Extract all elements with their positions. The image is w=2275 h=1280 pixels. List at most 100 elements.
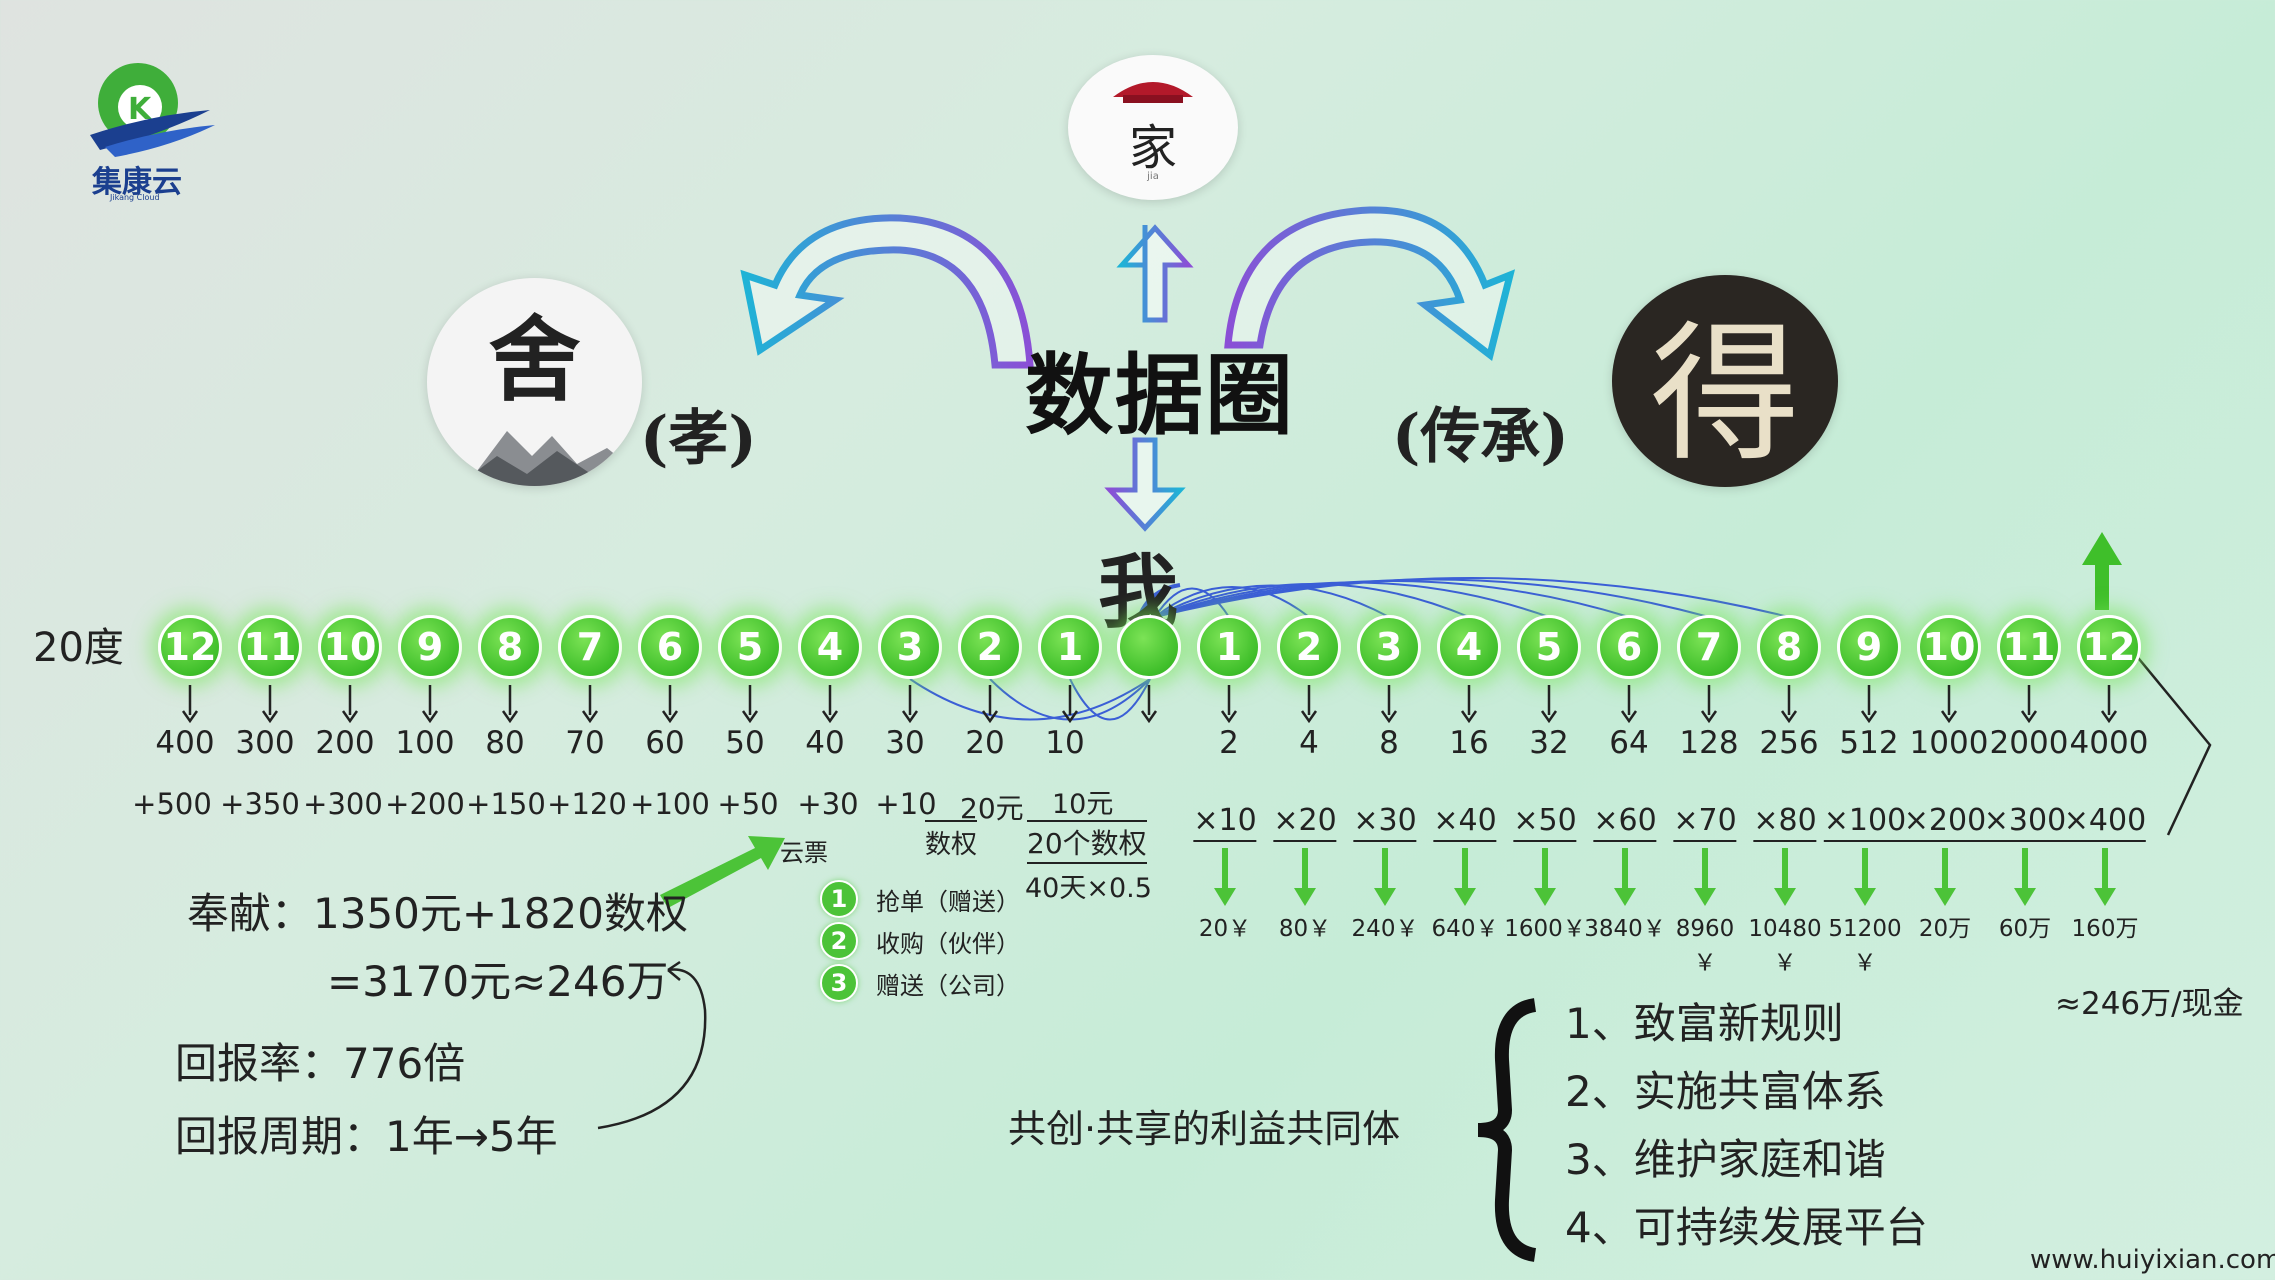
timeline-node-left: 4 [798, 615, 862, 679]
left-plus-value: +120 [547, 787, 627, 821]
logo-subtitle: Jikang Cloud [110, 193, 160, 202]
down-arrow-icon [740, 685, 760, 727]
left-value: 10 [1045, 725, 1085, 761]
total-text: =3170元≈246万 [327, 957, 669, 1006]
shuquan-label: 数权 [925, 820, 978, 861]
legend-number: 3 [820, 964, 858, 1002]
return-curve [597, 968, 707, 1130]
left-plus-value: +50 [717, 787, 779, 821]
right-yen-value: 240￥ [1351, 916, 1419, 942]
timeline-node-center [1117, 615, 1181, 679]
green-down-arrow-icon [1612, 848, 1638, 910]
community-item: 2、实施共富体系 [1565, 1067, 1886, 1116]
timeline-node-left: 10 [318, 615, 382, 679]
timeline-node-right: 4 [1437, 615, 1501, 679]
green-down-arrow-icon [2092, 848, 2118, 910]
green-down-arrow-icon [1772, 848, 1798, 910]
link-curves [909, 577, 1790, 721]
right-multiplier: ×100 [1823, 803, 1907, 842]
left-value: 80 [485, 725, 525, 761]
logo-mark-icon: K [90, 63, 215, 157]
green-down-arrow-icon [1372, 848, 1398, 910]
right-yen-value: 60万 [1998, 916, 2052, 942]
down-arrow-icon [1139, 685, 1159, 727]
legend: 1 抢单（赠送） 2 收购（伙伴） 3 赠送（公司） [820, 878, 1020, 1004]
green-down-arrow-icon [1932, 848, 1958, 910]
legend-item: 2 收购（伙伴） [820, 920, 1020, 962]
return-rate-text: 回报率：776倍 [175, 1039, 466, 1088]
return-period-text: 回报周期：1年→5年 [175, 1112, 558, 1161]
green-down-arrow-icon [1692, 848, 1718, 910]
right-yen-value: 20万 [1918, 916, 1972, 942]
right-yen-value: 640￥ [1431, 916, 1499, 942]
timeline-node-right: 1 [1197, 615, 1261, 679]
left-value: 60 [645, 725, 685, 761]
community-brace [1477, 998, 1537, 1262]
timeline-node-left: 2 [958, 615, 1022, 679]
down-arrow-icon [500, 685, 520, 727]
footer-url[interactable]: www.huiyixian.com [2030, 1245, 2275, 1275]
link-curve [909, 678, 1151, 721]
legend-number: 1 [820, 880, 858, 918]
left-plus-value: +500 [132, 787, 212, 821]
down-arrow-icon [1939, 685, 1959, 727]
mountain-icon [427, 431, 642, 486]
down-arrow-icon [1379, 685, 1399, 727]
right-multiplier: ×40 [1433, 803, 1497, 842]
down-arrow-icon [900, 685, 920, 727]
down-arrow-icon [340, 685, 360, 727]
left-value: 300 [235, 725, 295, 761]
de-char: 得 [1649, 307, 1800, 482]
timeline-node-left: 6 [638, 615, 702, 679]
down-arrow-icon [1779, 685, 1799, 727]
she-char: 舍 [488, 306, 581, 414]
down-arrow-icon [1859, 685, 1879, 727]
left-value: 50 [725, 725, 765, 761]
right-multiplier: ×200 [1903, 803, 1987, 842]
jia-image: 家 jia [1068, 55, 1238, 200]
green-diagonal-arrow-icon [660, 836, 785, 908]
right-value: 32 [1529, 725, 1569, 761]
down-arrow-icon [1619, 685, 1639, 727]
legend-text: 抢单（赠送） [876, 887, 1020, 916]
down-arrow-icon [260, 685, 280, 727]
right-value: 4 [1299, 725, 1319, 761]
left-plus-value: +300 [303, 787, 383, 821]
down-arrow-icon [2099, 685, 2119, 727]
timeline-node-right: 5 [1517, 615, 1581, 679]
down-arrow-icon [1104, 437, 1186, 532]
timeline-node-right: 10 [1917, 615, 1981, 679]
she-image: 舍 [427, 278, 642, 486]
right-yen-value: 20￥ [1198, 916, 1252, 942]
right-value: 64 [1609, 725, 1649, 761]
down-arrow-icon [1219, 685, 1239, 727]
link-curve [1154, 586, 1310, 618]
left-plus-value: +100 [630, 787, 710, 821]
left-value: 30 [885, 725, 925, 761]
right-value: 256 [1759, 725, 1819, 761]
right-multiplier: ×50 [1513, 803, 1577, 842]
timeline-node-right: 3 [1357, 615, 1421, 679]
down-arrow-icon [1539, 685, 1559, 727]
degree-label: 20度 [33, 625, 124, 671]
legend-number: 2 [820, 922, 858, 960]
timeline-node-right: 11 [1997, 615, 2061, 679]
left-curved-arrow-icon [740, 214, 1034, 369]
jia-char: 家 [1128, 119, 1177, 176]
right-multiplier: ×10 [1193, 803, 1257, 842]
cash-total: ≈246万/现金 [2055, 986, 2244, 1022]
legend-text: 收购（伙伴） [876, 929, 1020, 958]
green-down-arrow-icon [1292, 848, 1318, 910]
right-multiplier: ×400 [2063, 803, 2147, 842]
right-value: 4000 [2069, 725, 2149, 761]
timeline-node-right: 2 [1277, 615, 1341, 679]
green-down-arrow-icon [1212, 848, 1238, 910]
link-curve [1154, 587, 1230, 618]
right-bracket [2129, 647, 2212, 836]
left-value: 200 [315, 725, 375, 761]
jia-pinyin: jia [1147, 171, 1159, 182]
left-plus-value: +200 [385, 787, 465, 821]
timeline-node-left: 3 [878, 615, 942, 679]
ten-yuan-label: 10元 [1052, 789, 1114, 820]
